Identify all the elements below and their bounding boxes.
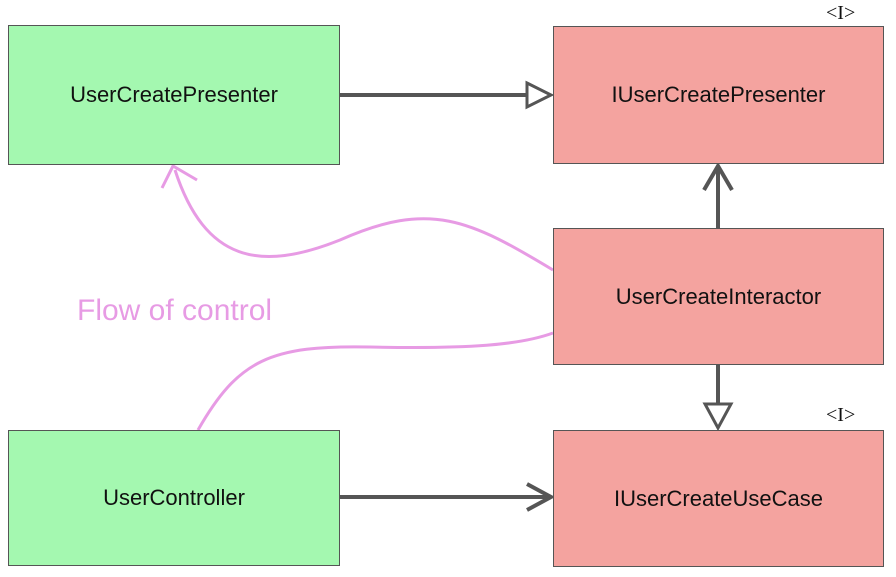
user-create-presenter-label: UserCreatePresenter [70,82,278,107]
hollow-triangle-icon [702,402,734,432]
hollow-triangle-icon [525,80,555,110]
user-create-interactor-box: UserCreateInteractor [553,228,884,365]
flow-of-control-label: Flow of control [77,294,273,327]
flow-arrowhead-icon [160,163,198,189]
open-arrowhead-icon [702,162,734,192]
flow-of-control-curve [196,331,554,431]
i-user-create-use-case-box: IUserCreateUseCase [553,430,884,567]
open-arrowhead-icon [526,482,556,512]
interface-stereotype-presenter: <I> [826,2,856,24]
i-user-create-presenter-box: IUserCreatePresenter [553,26,884,164]
user-create-interactor-label: UserCreateInteractor [615,283,822,309]
user-controller-box: UserController [8,430,340,566]
user-controller-label: UserController [103,485,245,510]
i-user-create-use-case-label: IUserCreateUseCase [613,485,824,511]
i-user-create-presenter-label: IUserCreatePresenter [611,82,826,107]
interface-stereotype-use-case: <I> [826,404,856,426]
user-create-presenter-box: UserCreatePresenter [8,25,340,165]
flow-of-control-curve-upper [173,169,554,272]
